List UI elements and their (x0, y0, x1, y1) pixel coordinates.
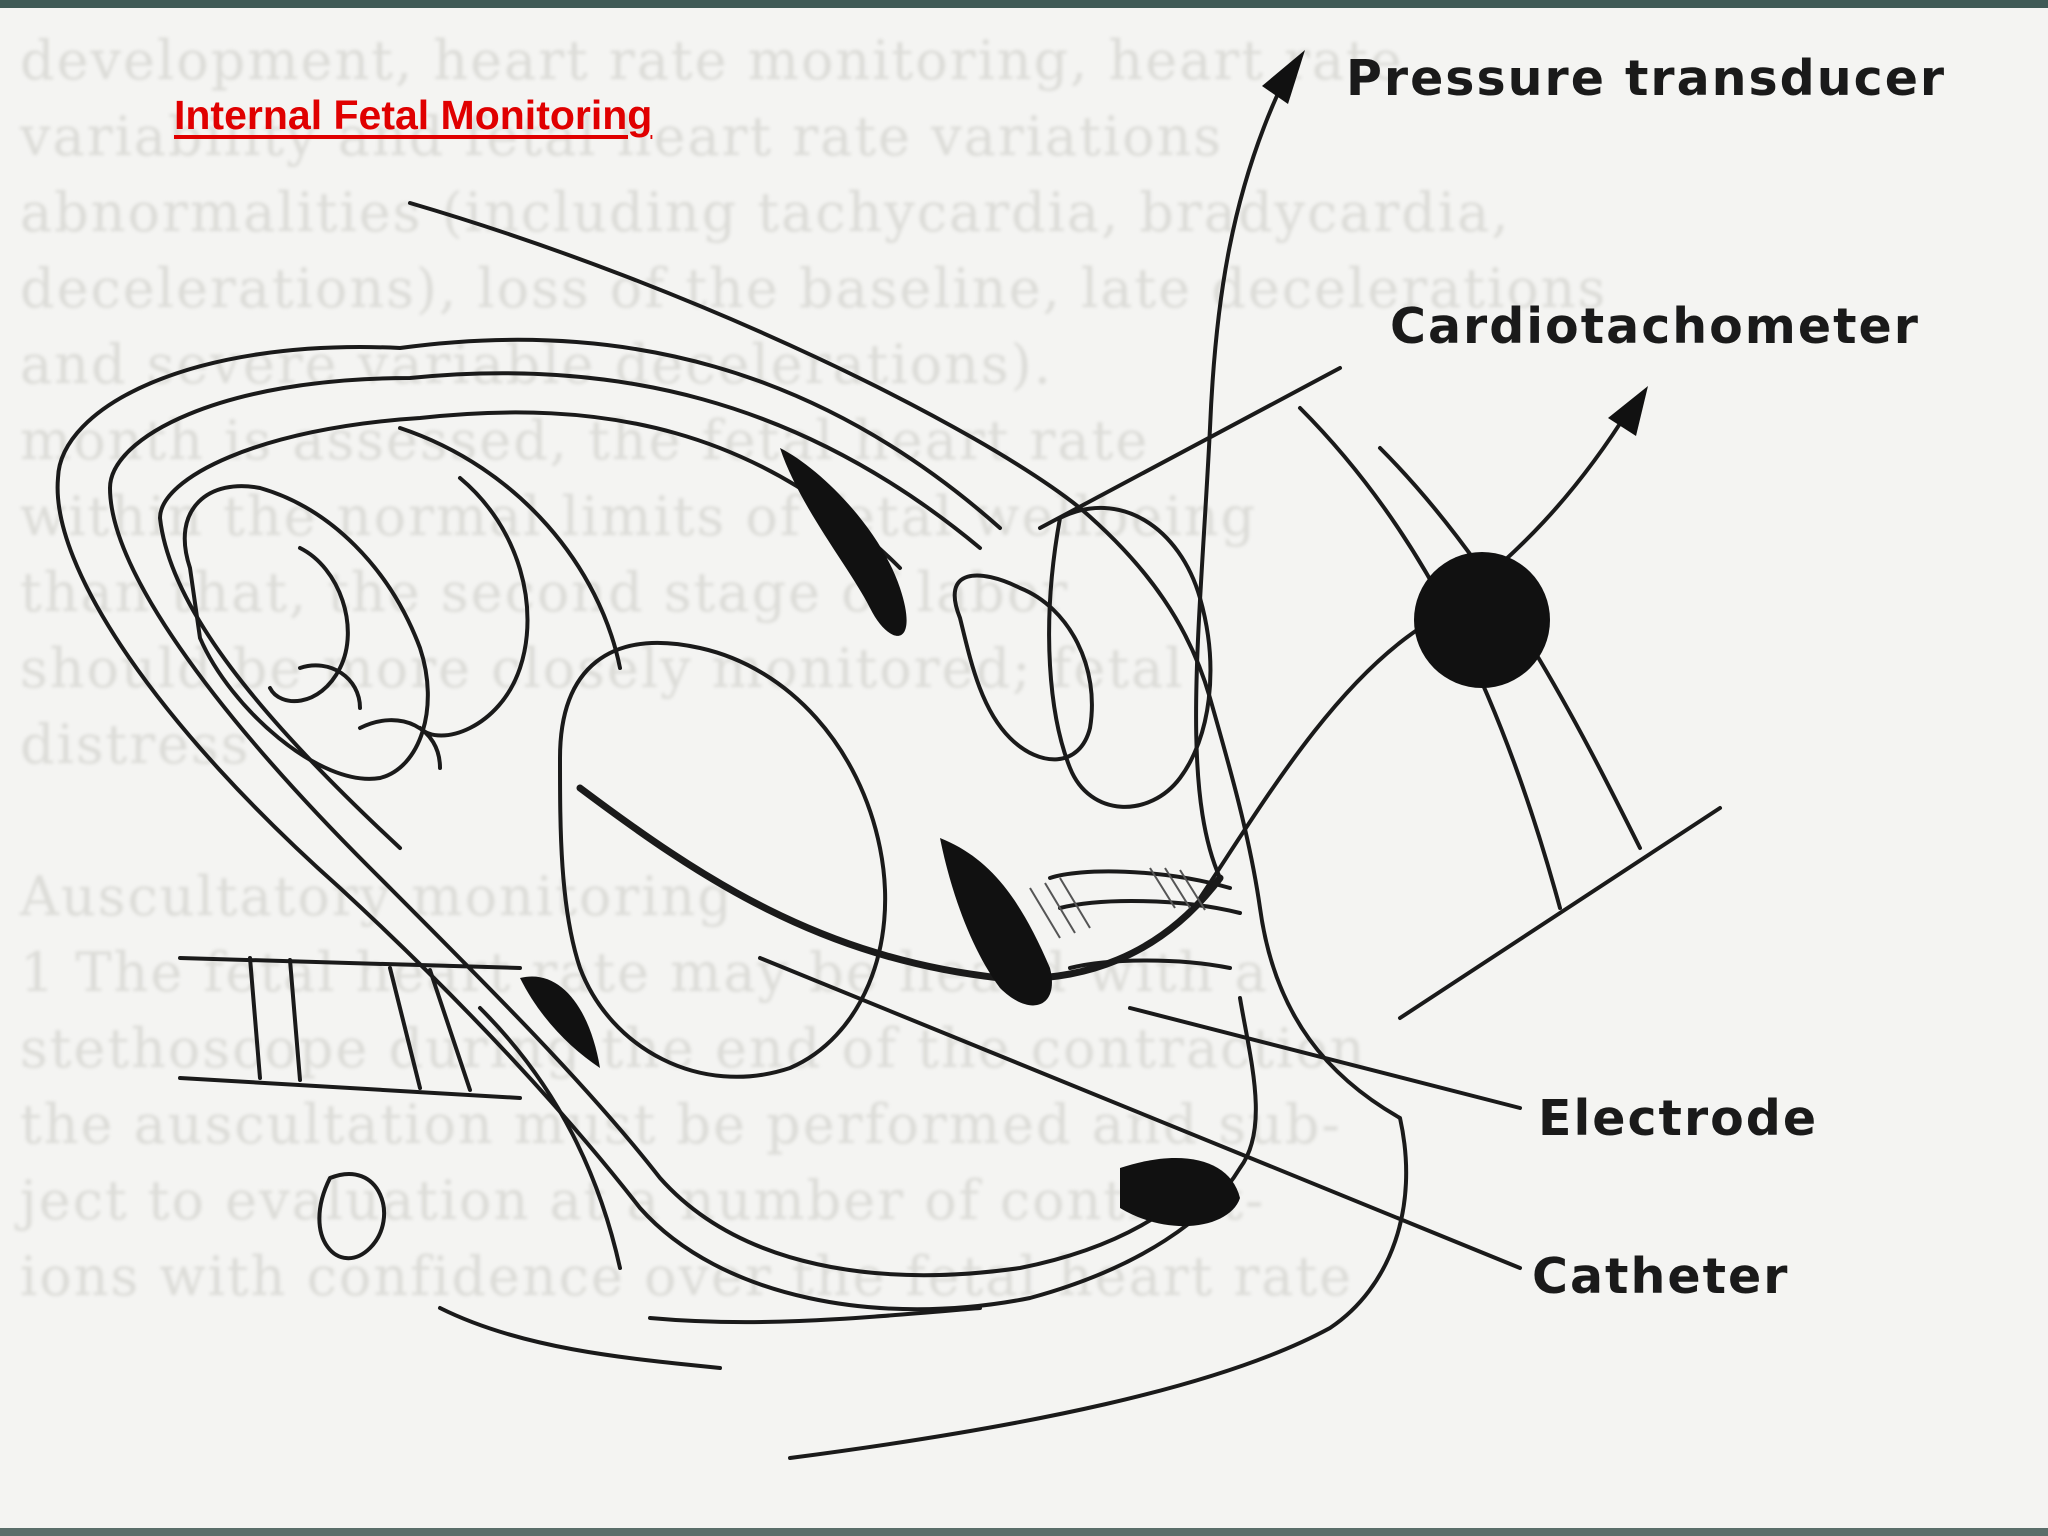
label-cardiotachometer: Cardiotachometer (1390, 298, 1920, 355)
spine-lower (178, 1076, 522, 1100)
sacrum (478, 1006, 622, 1270)
fetal-head (558, 641, 888, 1079)
fluid-space-lower (1120, 1158, 1240, 1227)
vertebra-1 (248, 956, 302, 1082)
pressure-catheter-line (1194, 66, 1292, 880)
label-pressure-transducer: Pressure transducer (1346, 50, 1947, 107)
cervix-ring-1 (1048, 869, 1232, 890)
organ-oval (952, 573, 1094, 762)
cervix-ring-3 (1068, 958, 1232, 970)
fetal-limb-detail (298, 663, 442, 770)
cardiotachometer-disc (1414, 552, 1550, 688)
pubic-bone (317, 1172, 387, 1261)
amniotic-sac-line (158, 410, 902, 850)
bladder-contour (1047, 506, 1213, 809)
fluid-space-cervix (940, 838, 1052, 1006)
abdominal-line-1 (1038, 366, 1342, 530)
cardiotachometer-arrowhead (1608, 386, 1648, 436)
fetal-arm (418, 476, 530, 738)
cardiotachometer-line (1198, 406, 1632, 900)
pelvic-floor (648, 1306, 982, 1325)
slide-title: Internal Fetal Monitoring (174, 92, 653, 138)
maternal-abdomen-contour (408, 201, 1409, 1460)
electrode-leader (1128, 1006, 1522, 1110)
label-electrode: Electrode (1538, 1090, 1819, 1147)
vertebra-2 (388, 966, 472, 1092)
uterus-inner-wall (108, 371, 1212, 1278)
fetal-torso (182, 484, 430, 781)
label-catheter: Catheter (1532, 1248, 1790, 1305)
fluid-space-left (520, 976, 600, 1068)
fluid-space-upper (780, 448, 907, 636)
pressure-transducer-arrowhead (1262, 50, 1305, 104)
fetal-back (398, 426, 622, 670)
uterine-catheter (576, 784, 1224, 983)
bottom-band (0, 1528, 2048, 1536)
catheter-leader (758, 956, 1522, 1270)
abdominal-line-4 (1398, 806, 1722, 1020)
spine-upper (178, 956, 522, 970)
fetal-monitoring-diagram (55, 50, 1722, 1460)
rectum-contour (438, 1306, 722, 1370)
fetal-leg (268, 546, 350, 703)
cervix-ring-2 (1058, 899, 1242, 915)
uterus-outer-wall (55, 337, 1258, 1312)
cervix-hatching (1029, 867, 1206, 939)
